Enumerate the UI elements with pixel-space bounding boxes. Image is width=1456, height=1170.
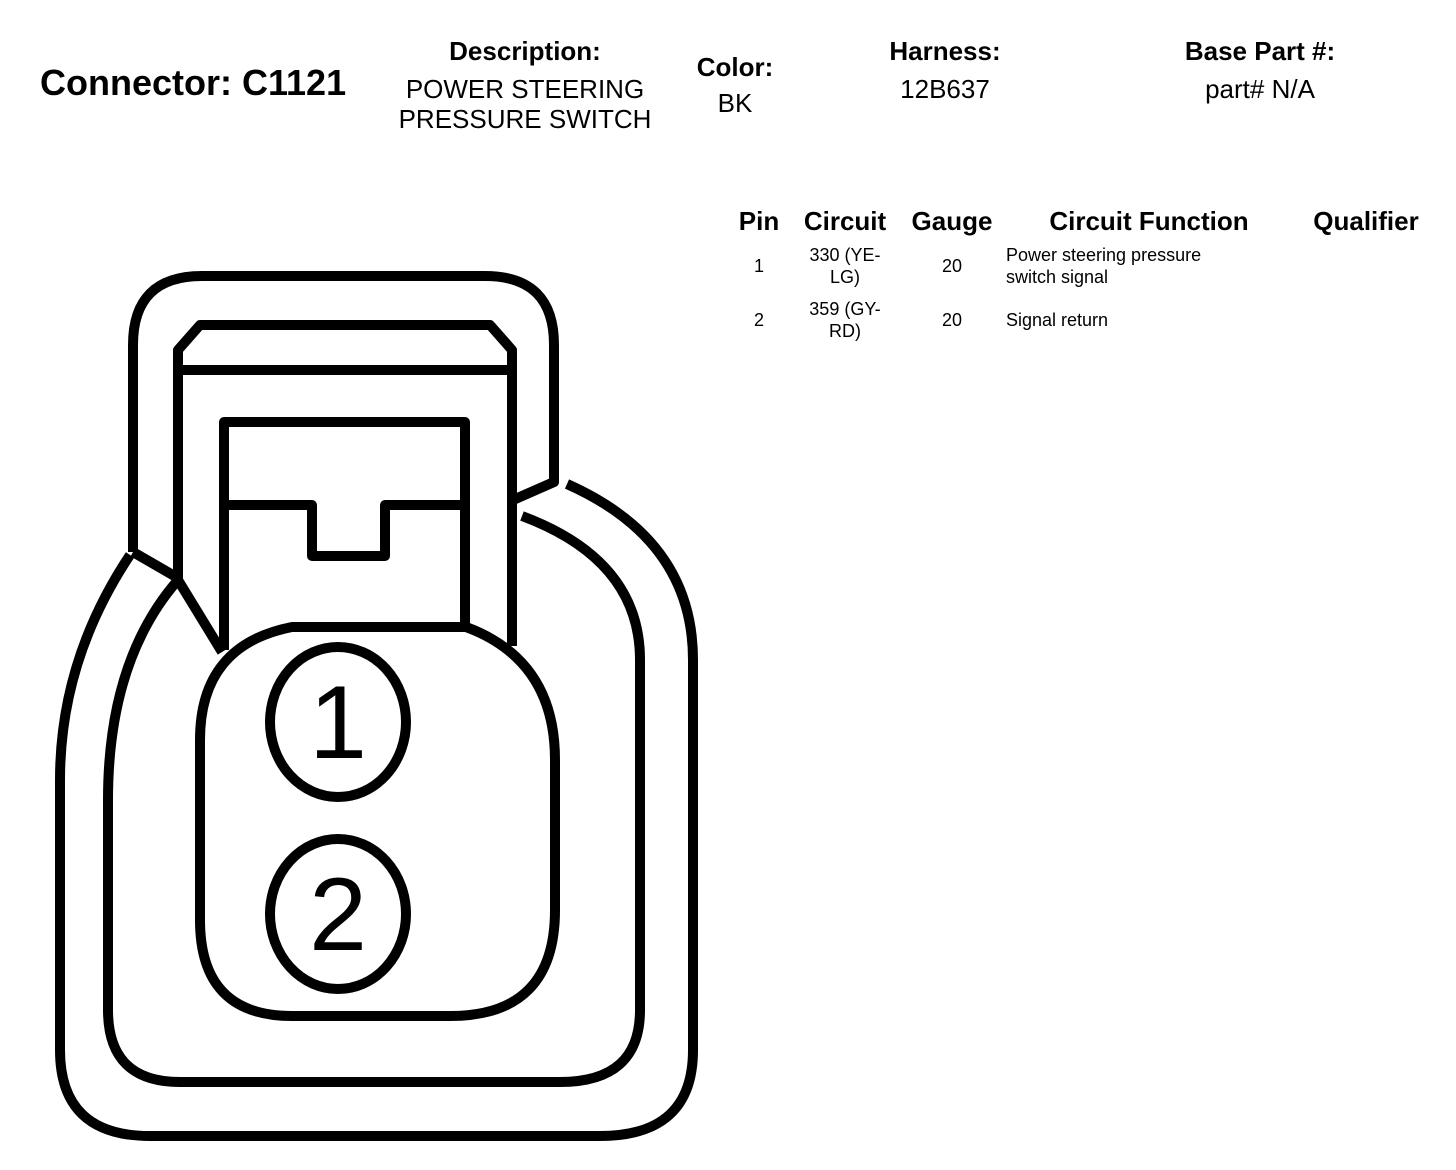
inner-body-outline: [103, 511, 645, 1087]
base-part-block: Base Part #: part# N/A: [1160, 36, 1360, 104]
pin-cavity-block: [195, 622, 560, 1021]
header-qualifier: Qualifier: [1313, 205, 1419, 236]
pin-2-label: 2: [309, 857, 367, 973]
latch-left-leg: [173, 577, 227, 655]
base-part-label: Base Part #:: [1184, 36, 1336, 66]
harness-label: Harness:: [889, 36, 1001, 66]
description-label: Description:: [449, 36, 601, 66]
pin-1-circle: [265, 642, 411, 802]
color-block: Color: BK: [685, 52, 785, 118]
header-circuit: Circuit: [803, 205, 887, 236]
left-notch-line: [130, 547, 181, 583]
header-pin: Pin: [738, 205, 780, 236]
connector-title: Connector: C1121: [40, 62, 347, 103]
harness-block: Harness: 12B637: [860, 36, 1030, 104]
pin-number: 1: [753, 256, 764, 276]
base-part-value: part# N/A: [1205, 74, 1315, 104]
circuit-cell: 330 (YE-LG): [788, 238, 902, 292]
color-value: BK: [717, 88, 753, 118]
pin-table: Pin Circuit Gauge Circuit Function Quali…: [730, 204, 1436, 346]
header-circuit-function: Circuit Function: [1049, 205, 1249, 236]
pin-table-header-row: Pin Circuit Gauge Circuit Function Quali…: [730, 204, 1436, 238]
color-label: Color:: [696, 52, 774, 82]
header-gauge: Gauge: [911, 205, 993, 236]
pin-number: 2: [753, 310, 764, 330]
harness-value: 12B637: [900, 74, 990, 104]
latch-window: [219, 417, 470, 650]
gauge-cell: 20: [941, 256, 963, 276]
description-line-2: PRESSURE SWITCH: [398, 104, 652, 134]
function-value: Signal return: [1006, 310, 1109, 330]
pin-2-circle: [265, 834, 411, 994]
function-cell: Signal return: [1002, 292, 1296, 346]
function-value: Power steering pressure switch signal: [1006, 245, 1202, 287]
table-row: 2 359 (GY-RD) 20 Signal return: [730, 292, 1436, 346]
latch-frame: [173, 320, 517, 646]
pin-1-label: 1: [309, 665, 367, 781]
description-block: Description: POWER STEERING PRESSURE SWI…: [380, 36, 670, 134]
gauge-cell: 20: [941, 310, 963, 330]
description-value: POWER STEERING PRESSURE SWITCH: [380, 74, 670, 134]
description-line-1: POWER STEERING: [405, 74, 645, 104]
table-row: 1 330 (YE-LG) 20 Power steering pressure…: [730, 238, 1436, 292]
latch-window-step: [224, 500, 465, 561]
function-cell: Power steering pressure switch signal: [1002, 238, 1296, 292]
outer-body-outline: [55, 479, 698, 1141]
circuit-cell: 359 (GY-RD): [788, 292, 902, 346]
latch-housing-outline: [128, 271, 559, 552]
circuit-value: 359 (GY-RD): [809, 299, 881, 341]
circuit-value: 330 (YE-LG): [809, 245, 881, 287]
